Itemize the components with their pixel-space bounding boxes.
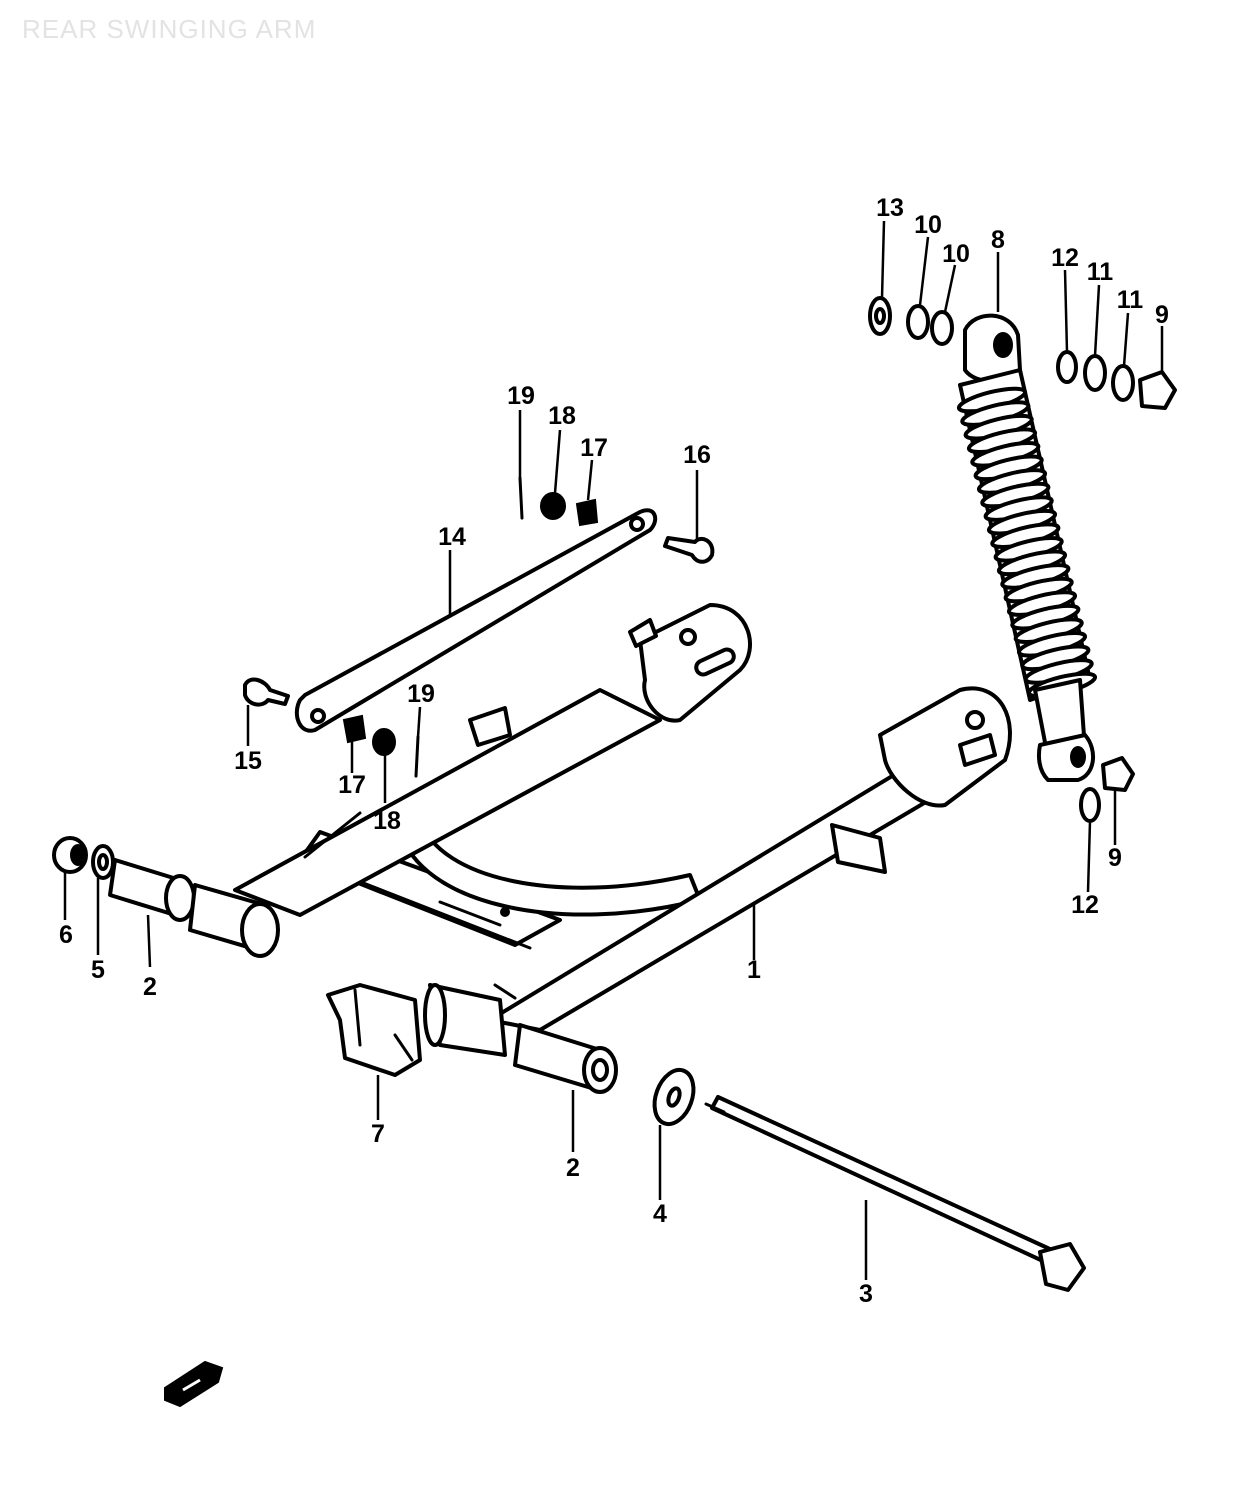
lockwasher-12-upper <box>1056 350 1078 384</box>
callout-13: 13 <box>876 194 904 222</box>
nut-18-lower <box>372 728 396 756</box>
nut-17-upper <box>575 498 599 527</box>
shock-lower-hardware <box>1079 756 1135 823</box>
callout-17-lower: 17 <box>338 771 366 799</box>
nut-17-lower <box>342 714 367 744</box>
bushing-left <box>108 858 280 958</box>
washer-10-a <box>906 304 930 340</box>
callout-19-lower: 19 <box>407 680 435 708</box>
cotter-pin-19-upper <box>518 476 524 520</box>
callout-19-upper: 19 <box>507 382 535 410</box>
bolt-15 <box>243 677 290 707</box>
callout-14: 14 <box>438 523 466 551</box>
callout-18-lower: 18 <box>373 807 401 835</box>
washer-10-b <box>930 310 954 346</box>
callout-12-upper: 12 <box>1051 244 1079 272</box>
cap-nut-9-upper <box>1138 370 1177 410</box>
callout-15: 15 <box>234 747 262 775</box>
callout-10-b: 10 <box>942 240 970 268</box>
callout-3: 3 <box>859 1280 873 1308</box>
callout-8: 8 <box>991 226 1005 254</box>
diagram-title: REAR SWINGING ARM <box>22 14 317 44</box>
callout-5: 5 <box>91 956 105 984</box>
lockwasher-12-lower <box>1079 787 1101 823</box>
washer-11-a <box>1083 354 1107 392</box>
rear-shock-absorber <box>956 313 1098 782</box>
nut-18-upper <box>540 492 566 520</box>
callout-labels: 1 2 2 3 4 5 6 7 8 9 9 10 10 11 11 12 12 … <box>59 194 1169 1308</box>
callout-17-upper: 17 <box>580 434 608 462</box>
washer-4 <box>652 1067 696 1127</box>
stud <box>303 811 362 859</box>
nut-6 <box>52 836 88 874</box>
bushing-right <box>513 1023 618 1094</box>
callout-4: 4 <box>653 1200 667 1228</box>
callout-9-lower: 9 <box>1108 844 1122 872</box>
cap-nut-9-lower <box>1101 756 1135 792</box>
callout-2-left: 2 <box>143 973 157 1001</box>
callout-10-a: 10 <box>914 211 942 239</box>
washer-5 <box>91 844 115 880</box>
chain-guide <box>326 983 422 1077</box>
swing-arm <box>233 603 1012 1057</box>
shock-upper-hardware <box>868 296 1177 410</box>
callout-7: 7 <box>371 1120 385 1148</box>
callout-2-right: 2 <box>566 1154 580 1182</box>
leader-lines <box>63 220 1164 1280</box>
cotter-pin-19-lower <box>414 735 420 778</box>
torque-link <box>243 476 715 859</box>
callout-11-b: 11 <box>1117 286 1144 314</box>
callout-18-upper: 18 <box>548 402 576 430</box>
callout-11-a: 11 <box>1087 258 1114 286</box>
front-arrow-icon <box>164 1360 224 1408</box>
callout-16: 16 <box>683 441 711 469</box>
callout-9-upper: 9 <box>1155 301 1169 329</box>
callout-12-lower: 12 <box>1071 891 1099 919</box>
callout-1: 1 <box>747 956 761 984</box>
pivot-bolt <box>704 1095 1086 1292</box>
bolt-16 <box>663 536 715 564</box>
washer-11-b <box>1111 364 1135 402</box>
callout-6: 6 <box>59 921 73 949</box>
